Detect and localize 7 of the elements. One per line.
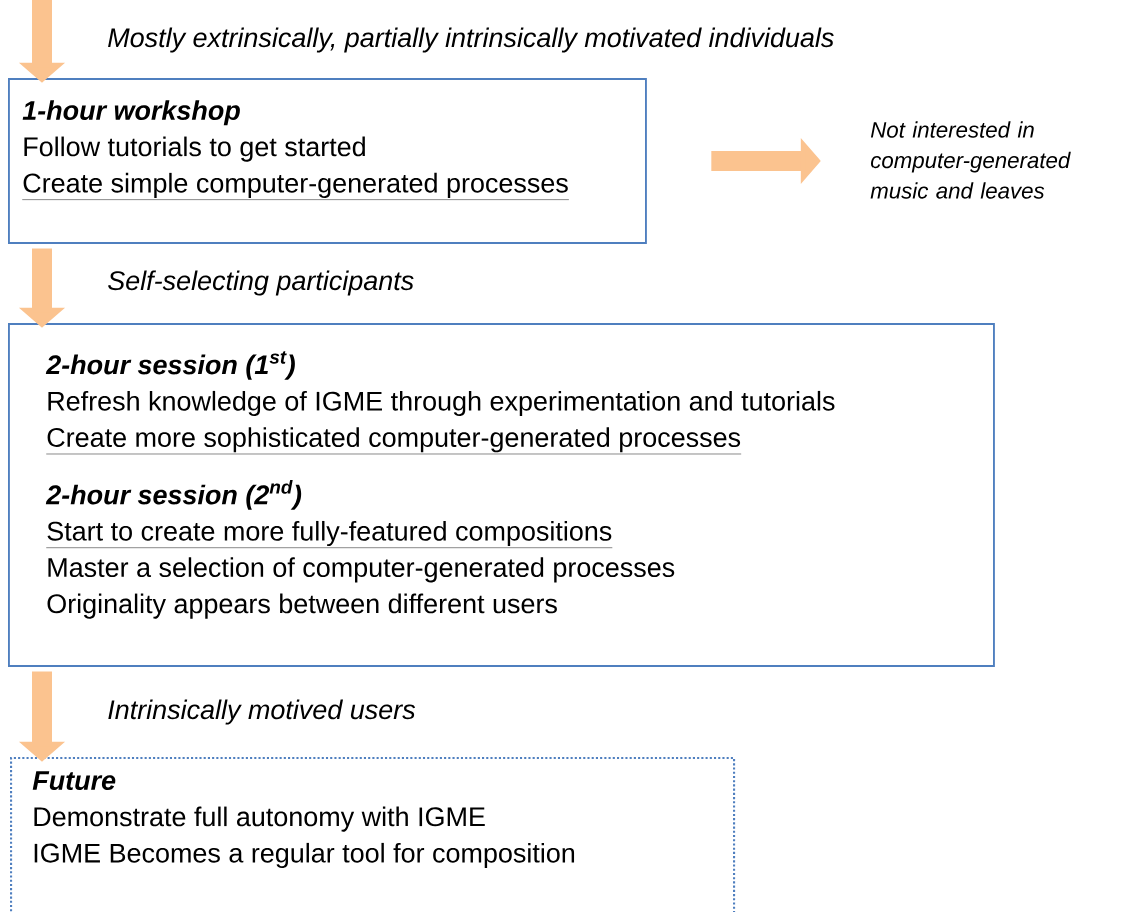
edge-label: Intrinsically motived users: [108, 699, 416, 725]
edge-label: Mostly extrinsically, partially intrinsically motivated individuals: [108, 27, 834, 53]
note-text: Not interested in computer-generated music and leaves: [870, 121, 1071, 199]
process-box: 2-hour session (1$^{st}$) Refresh knowledge of IGME through experimentation and tutorials Create more sophisticated computer-generated processes 2-hour session (2$^{nd}$) Start to create more fully-featured compositions Master a selection of computer-generated processes Originality appears between different users: [8, 323, 995, 667]
process-box: 1-hour workshop Follow tutorials to get started Create simple computer-generated processes: [8, 78, 647, 244]
edge-label: Self-selecting participants: [108, 270, 414, 296]
process-box: Future Demonstrate full autonomy with IGME IGME Becomes a regular tool for composition: [10, 757, 736, 912]
